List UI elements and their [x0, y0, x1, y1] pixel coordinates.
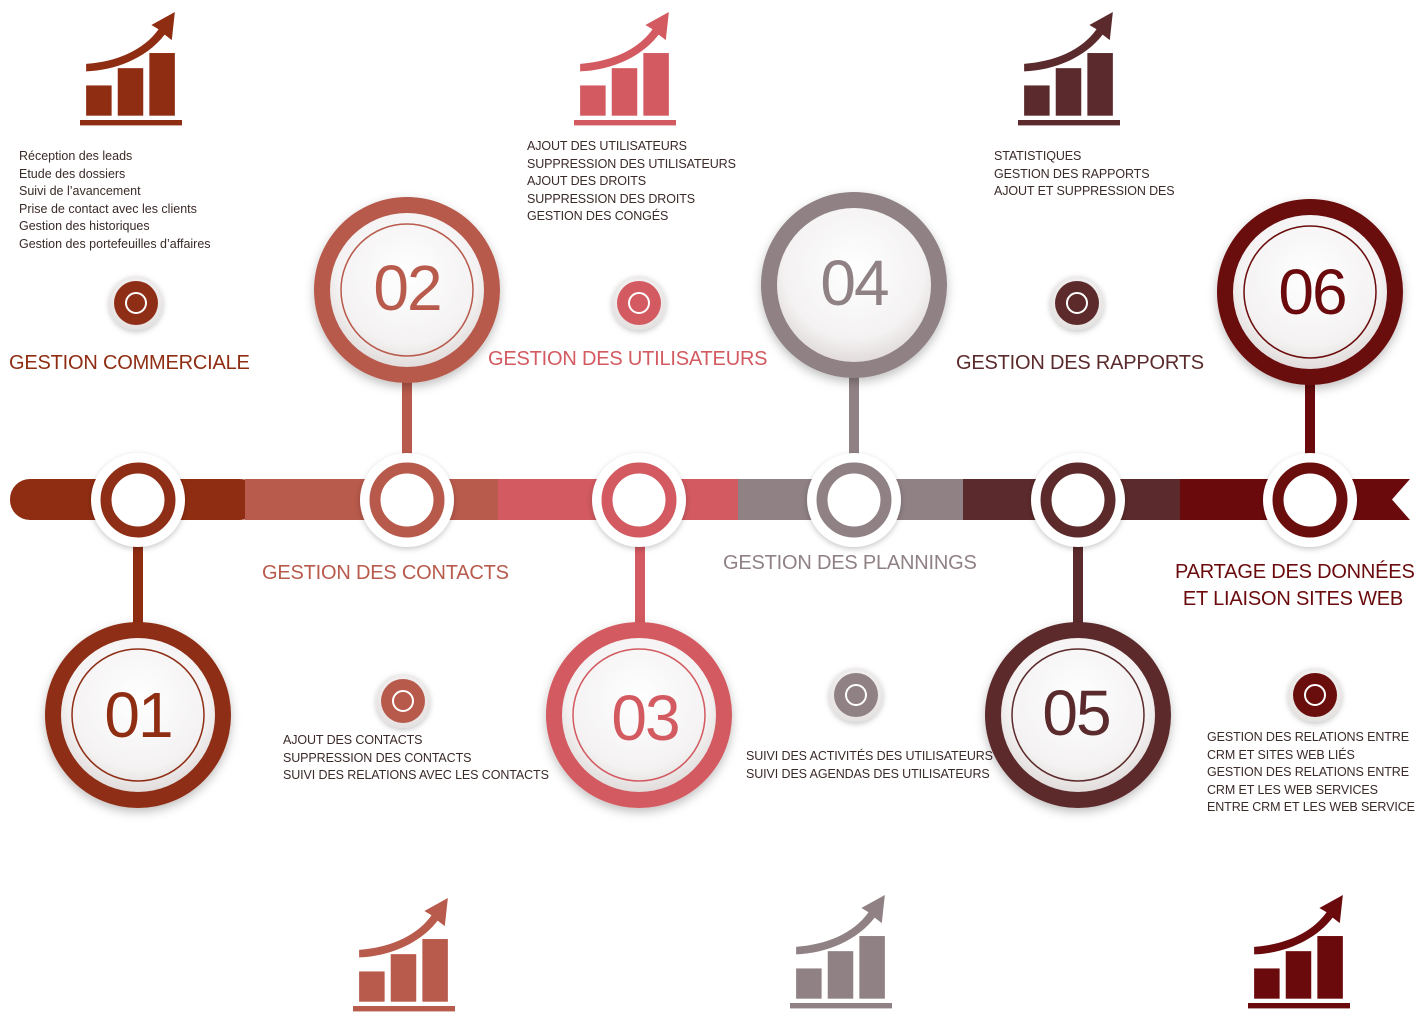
bullets [109, 276, 1342, 728]
connector-05 [1073, 540, 1083, 625]
step-list-02: AJOUT DES CONTACTS SUPPRESSION DES CONTA… [283, 732, 549, 785]
list-item: Réception des leads [19, 149, 133, 163]
list-item: SUIVI DES ACTIVITÉS DES UTILISATEURS [746, 749, 993, 763]
bullet-icon-01 [109, 276, 163, 330]
list-item: GESTION DES RELATIONS ENTRE [1207, 765, 1409, 779]
list-item: Suivi de l’avancement [19, 184, 141, 198]
bullet-icon-05 [1050, 276, 1104, 330]
list-item: CRM ET SITES WEB LIÉS [1207, 747, 1355, 762]
number-circle-01 [45, 622, 231, 808]
connectors [133, 375, 1315, 625]
list-item: GESTION DES RELATIONS ENTRE [1207, 730, 1409, 744]
number-circle-02 [314, 197, 500, 383]
list-item: GESTION DES CONGÉS [527, 209, 669, 223]
step-title-06: PARTAGE DES DONNÉES ET LIAISON SITES WEB [1175, 559, 1415, 613]
list-item: STATISTIQUES [994, 149, 1082, 163]
list-item: SUIVI DES AGENDAS DES UTILISATEURS [746, 766, 990, 781]
list-item: ENTRE CRM ET LES WEB SERVICES [1207, 800, 1415, 814]
bullet-icon-04 [829, 668, 883, 722]
timeline-node-03 [592, 453, 686, 547]
step-number-05: 05 [1042, 677, 1111, 749]
growth-chart-icon-03 [574, 12, 676, 126]
list-item: GESTION DES RAPPORTS [994, 166, 1150, 181]
timeline-band [10, 479, 1410, 520]
list-item: Gestion des historiques [19, 219, 150, 233]
step-title-02: GESTION DES CONTACTS [262, 562, 509, 584]
step-number-06: 06 [1278, 256, 1347, 328]
step-title-06-line2: ET LIAISON SITES WEB [1182, 588, 1404, 610]
connector-04 [849, 375, 859, 458]
timeline-node-01 [91, 453, 185, 547]
list-item: CRM ET LES WEB SERVICES [1207, 782, 1378, 797]
number-circle-03 [546, 622, 732, 808]
growth-chart-icon-06 [1248, 895, 1350, 1009]
step-title-06-line1: PARTAGE DES DONNÉES [1175, 561, 1415, 583]
connector-02 [402, 380, 412, 458]
timeline-node-05 [1031, 453, 1125, 547]
growth-chart-icon-05 [1018, 12, 1120, 126]
step-title-01: GESTION COMMERCIALE [9, 352, 250, 374]
list-item: SUIVI DES RELATIONS AVEC LES CONTACTS [283, 768, 549, 782]
growth-chart-icon-02 [353, 898, 455, 1012]
step-list-01: Réception des leads Etude des dossiers S… [19, 148, 211, 253]
number-circle-04 [761, 192, 947, 378]
step-title-03: GESTION DES UTILISATEURS [488, 348, 768, 370]
step-title-05: GESTION DES RAPPORTS [956, 352, 1204, 374]
connector-06 [1305, 380, 1315, 458]
bullet-icon-02 [376, 674, 430, 728]
bullet-icon-06 [1288, 668, 1342, 722]
list-item: AJOUT DES CONTACTS [283, 733, 423, 747]
connector-01 [133, 540, 143, 625]
step-list-03: AJOUT DES UTILISATEURS SUPPRESSION DES U… [527, 138, 736, 226]
timeline-node-04 [807, 453, 901, 547]
number-circle-06 [1217, 199, 1403, 385]
timeline-node-06 [1263, 453, 1357, 547]
list-item: SUPPRESSION DES UTILISATEURS [527, 156, 736, 171]
step-number-02: 02 [373, 252, 442, 324]
list-item: Prise de contact avec les clients [19, 201, 197, 216]
list-item: Gestion des portefeuilles d’affaires [19, 236, 211, 251]
list-item: SUPPRESSION DES CONTACTS [283, 750, 472, 765]
timeline-nodes [91, 453, 1357, 547]
bullet-icon-03 [612, 276, 666, 330]
step-number-04: 04 [820, 247, 889, 319]
step-number-01: 01 [104, 679, 173, 751]
growth-chart-icon-01 [80, 12, 182, 126]
number-circle-05 [985, 622, 1171, 808]
timeline-node-02 [360, 453, 454, 547]
list-item: Etude des dossiers [19, 166, 126, 181]
step-list-05: STATISTIQUES GESTION DES RAPPORTS AJOUT … [994, 148, 1175, 201]
list-item: AJOUT ET SUPPRESSION DES [994, 184, 1175, 198]
number-circles [45, 192, 1403, 808]
list-item: AJOUT DES DROITS [527, 174, 647, 188]
growth-chart-icon-04 [790, 895, 892, 1009]
step-list-04: SUIVI DES ACTIVITÉS DES UTILISATEURS SUI… [746, 748, 993, 783]
step-number-03: 03 [611, 682, 680, 754]
step-list-06: GESTION DES RELATIONS ENTRE CRM ET SITES… [1207, 729, 1415, 817]
connector-03 [635, 540, 645, 625]
list-item: AJOUT DES UTILISATEURS [527, 139, 687, 153]
step-title-04: GESTION DES PLANNINGS [723, 552, 977, 574]
list-item: SUPPRESSION DES DROITS [527, 191, 695, 206]
